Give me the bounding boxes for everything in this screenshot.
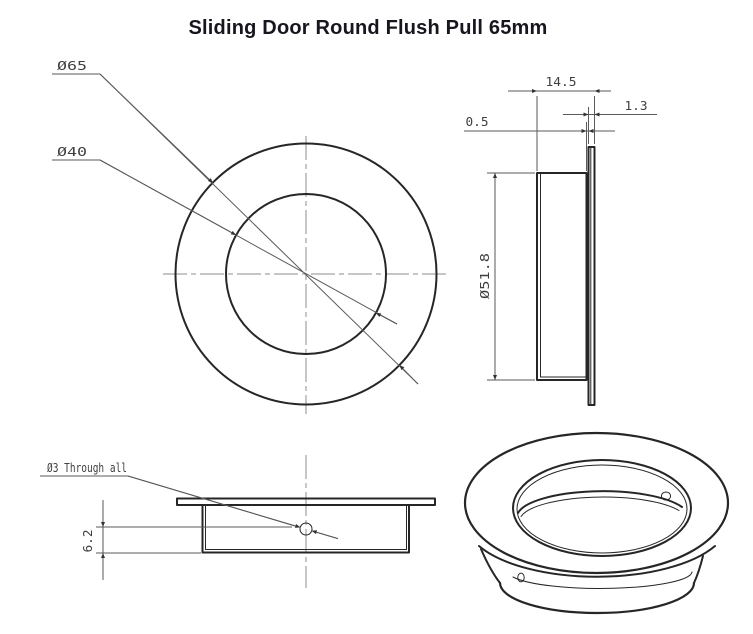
recess-rim-outer [512,459,692,557]
side-view: 14.5 1.3 0.5 Ø51.8 [464,74,657,406]
bottom-view: Ø3 Through all 6.2 [40,455,436,588]
leader-lines [52,73,419,385]
front-view: Ø65 Ø40 [52,58,449,414]
body-wall-inner-line [540,172,587,378]
outer-circle [174,142,438,406]
flange-profile [587,146,596,406]
dim-label-standoff: 0.5 [466,114,489,129]
dimension-lines [464,90,657,380]
body-profile [536,172,588,381]
flange-under-edge [478,545,716,578]
body-profile [201,504,410,554]
dim-label-body-diameter: Ø51.8 [477,253,492,299]
recess-circle [225,193,387,355]
page-title: Sliding Door Round Flush Pull 65mm [188,17,547,39]
recess-mount-hole [660,491,672,501]
extension-lines [96,526,292,554]
perspective-view [463,431,730,615]
dia40-arrow [375,312,398,325]
recess-bottom-far-edge [517,490,683,514]
mount-hole [299,522,313,536]
dia65-arrow [99,73,214,184]
recess-rim-inner [516,464,688,554]
dim-label-inner-diameter: Ø40 [57,144,87,159]
dia65-arrow [399,364,419,385]
dia40-arrow [99,159,237,236]
cup-bottom-edge [498,581,696,615]
flange-slab [176,497,436,506]
dim-label-depth: 14.5 [546,74,577,89]
cup-profile-line [512,571,693,589]
hole-leader-line [40,475,339,540]
hole-leader-arrow [311,530,339,540]
hole-note: Ø3 Through all [47,460,127,475]
cup-side-edges [480,548,704,584]
recess-bottom-far-edge-inner [520,496,680,517]
dim-label-outer-diameter: Ø65 [57,58,87,73]
hole-leader-arrow [127,475,301,528]
extension-lines [487,96,595,381]
dim-label-flange-thickness: 1.3 [625,98,648,113]
side-mount-hole [517,572,525,583]
dim-label-hole-offset: 6.2 [80,530,95,553]
flange-top-edge [463,431,730,575]
